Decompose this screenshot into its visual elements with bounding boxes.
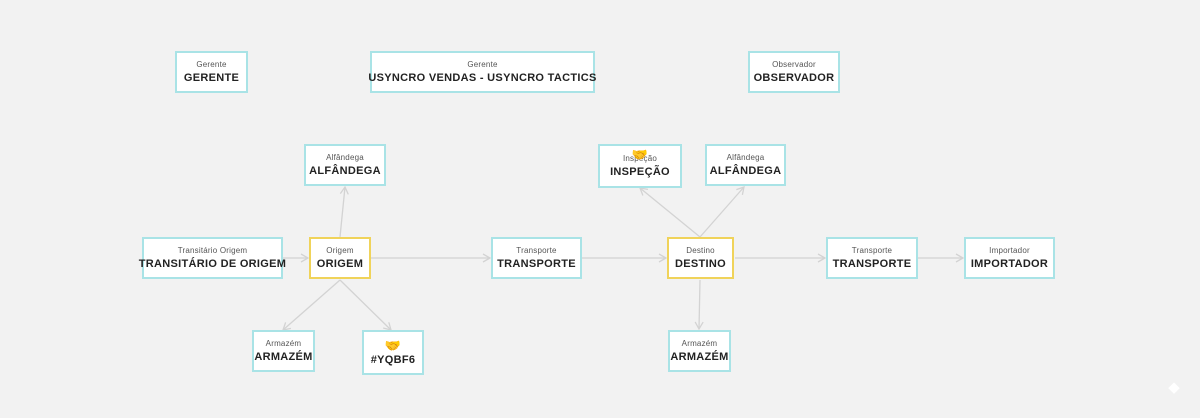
node-name-label: ALFÂNDEGA (309, 164, 381, 177)
node-role-label: Inspeção (622, 153, 658, 163)
node-role-label: Transporte (851, 245, 893, 255)
node-role-label: Transporte (516, 245, 557, 255)
node-role-label: Importador (989, 245, 1030, 255)
handshake-icon: 🤝 (631, 146, 649, 162)
watermark-diamond-icon: ◆ (1168, 379, 1180, 396)
node-gerente[interactable]: Gerente GERENTE (175, 51, 248, 93)
node-yqbf6[interactable]: 🤝 #YQBF6 (362, 330, 424, 375)
node-name-label: OBSERVADOR (753, 71, 835, 84)
node-role-label: Observador (772, 59, 816, 69)
edge-origem-alfandega (339, 185, 349, 238)
node-name-label: ALFÂNDEGA (709, 164, 782, 177)
node-role-label: Armazém (265, 338, 302, 348)
node-name-label: IMPORTADOR (970, 257, 1049, 270)
node-destino[interactable]: Destino DESTINO (667, 237, 734, 279)
node-transporte-2[interactable]: Transporte TRANSPORTE (826, 237, 918, 279)
node-name-label: TRANSPORTE (832, 257, 912, 270)
edge-destino-inspecao (638, 187, 701, 238)
handshake-icon: 🤝 (384, 337, 402, 353)
node-armazem-origem[interactable]: Armazém ARMAZÉM (252, 330, 315, 372)
node-name-label: GERENTE (183, 71, 240, 84)
node-role-label: Origem (326, 245, 354, 255)
inspecao-role-wrap: Inspeção 🤝 (622, 148, 658, 164)
edge-destino-armazem (694, 279, 704, 331)
node-role-label: Gerente (196, 59, 227, 69)
node-inspecao[interactable]: Inspeção 🤝 INSPEÇÃO (598, 144, 682, 188)
node-role-label: Transitário Origem (177, 245, 248, 255)
node-name-label: DESTINO (675, 257, 726, 270)
node-name-label: #YQBF6 (370, 353, 416, 366)
node-name-label: USYNCRO VENDAS - USYNCRO TACTICS (368, 71, 597, 84)
node-name-label: ARMAZÉM (670, 350, 729, 363)
node-armazem-destino[interactable]: Armazém ARMAZÉM (668, 330, 731, 372)
node-role-label: Alfândega (726, 152, 765, 162)
node-origem[interactable]: Origem ORIGEM (309, 237, 371, 279)
node-name-label: ARMAZÉM (254, 350, 313, 363)
node-alfandega-destino[interactable]: Alfândega ALFÂNDEGA (705, 144, 786, 186)
edge-origem-armazem (282, 279, 341, 331)
node-role-label: Armazém (681, 338, 718, 348)
node-transporte-1[interactable]: Transporte TRANSPORTE (491, 237, 582, 279)
node-name-label: INSPEÇÃO (610, 165, 670, 178)
node-transitario-origem[interactable]: Transitário Origem TRANSITÁRIO DE ORIGEM (138, 237, 287, 279)
node-role-label: Destino (686, 245, 715, 255)
node-observador[interactable]: Observador OBSERVADOR (748, 51, 840, 93)
node-name-label: TRANSITÁRIO DE ORIGEM (138, 257, 287, 270)
node-importador[interactable]: Importador IMPORTADOR (964, 237, 1055, 279)
edge-destino-alfandega (699, 186, 745, 238)
node-name-label: ORIGEM (316, 257, 364, 270)
edge-origem-yqbf6 (339, 279, 392, 331)
node-gerente-usyncro[interactable]: Gerente USYNCRO VENDAS - USYNCRO TACTICS (368, 51, 597, 93)
node-role-label: Alfândega (326, 152, 364, 162)
node-name-label: TRANSPORTE (497, 257, 576, 270)
node-alfandega-origem[interactable]: Alfândega ALFÂNDEGA (304, 144, 386, 186)
node-role-label: Gerente (467, 59, 498, 69)
